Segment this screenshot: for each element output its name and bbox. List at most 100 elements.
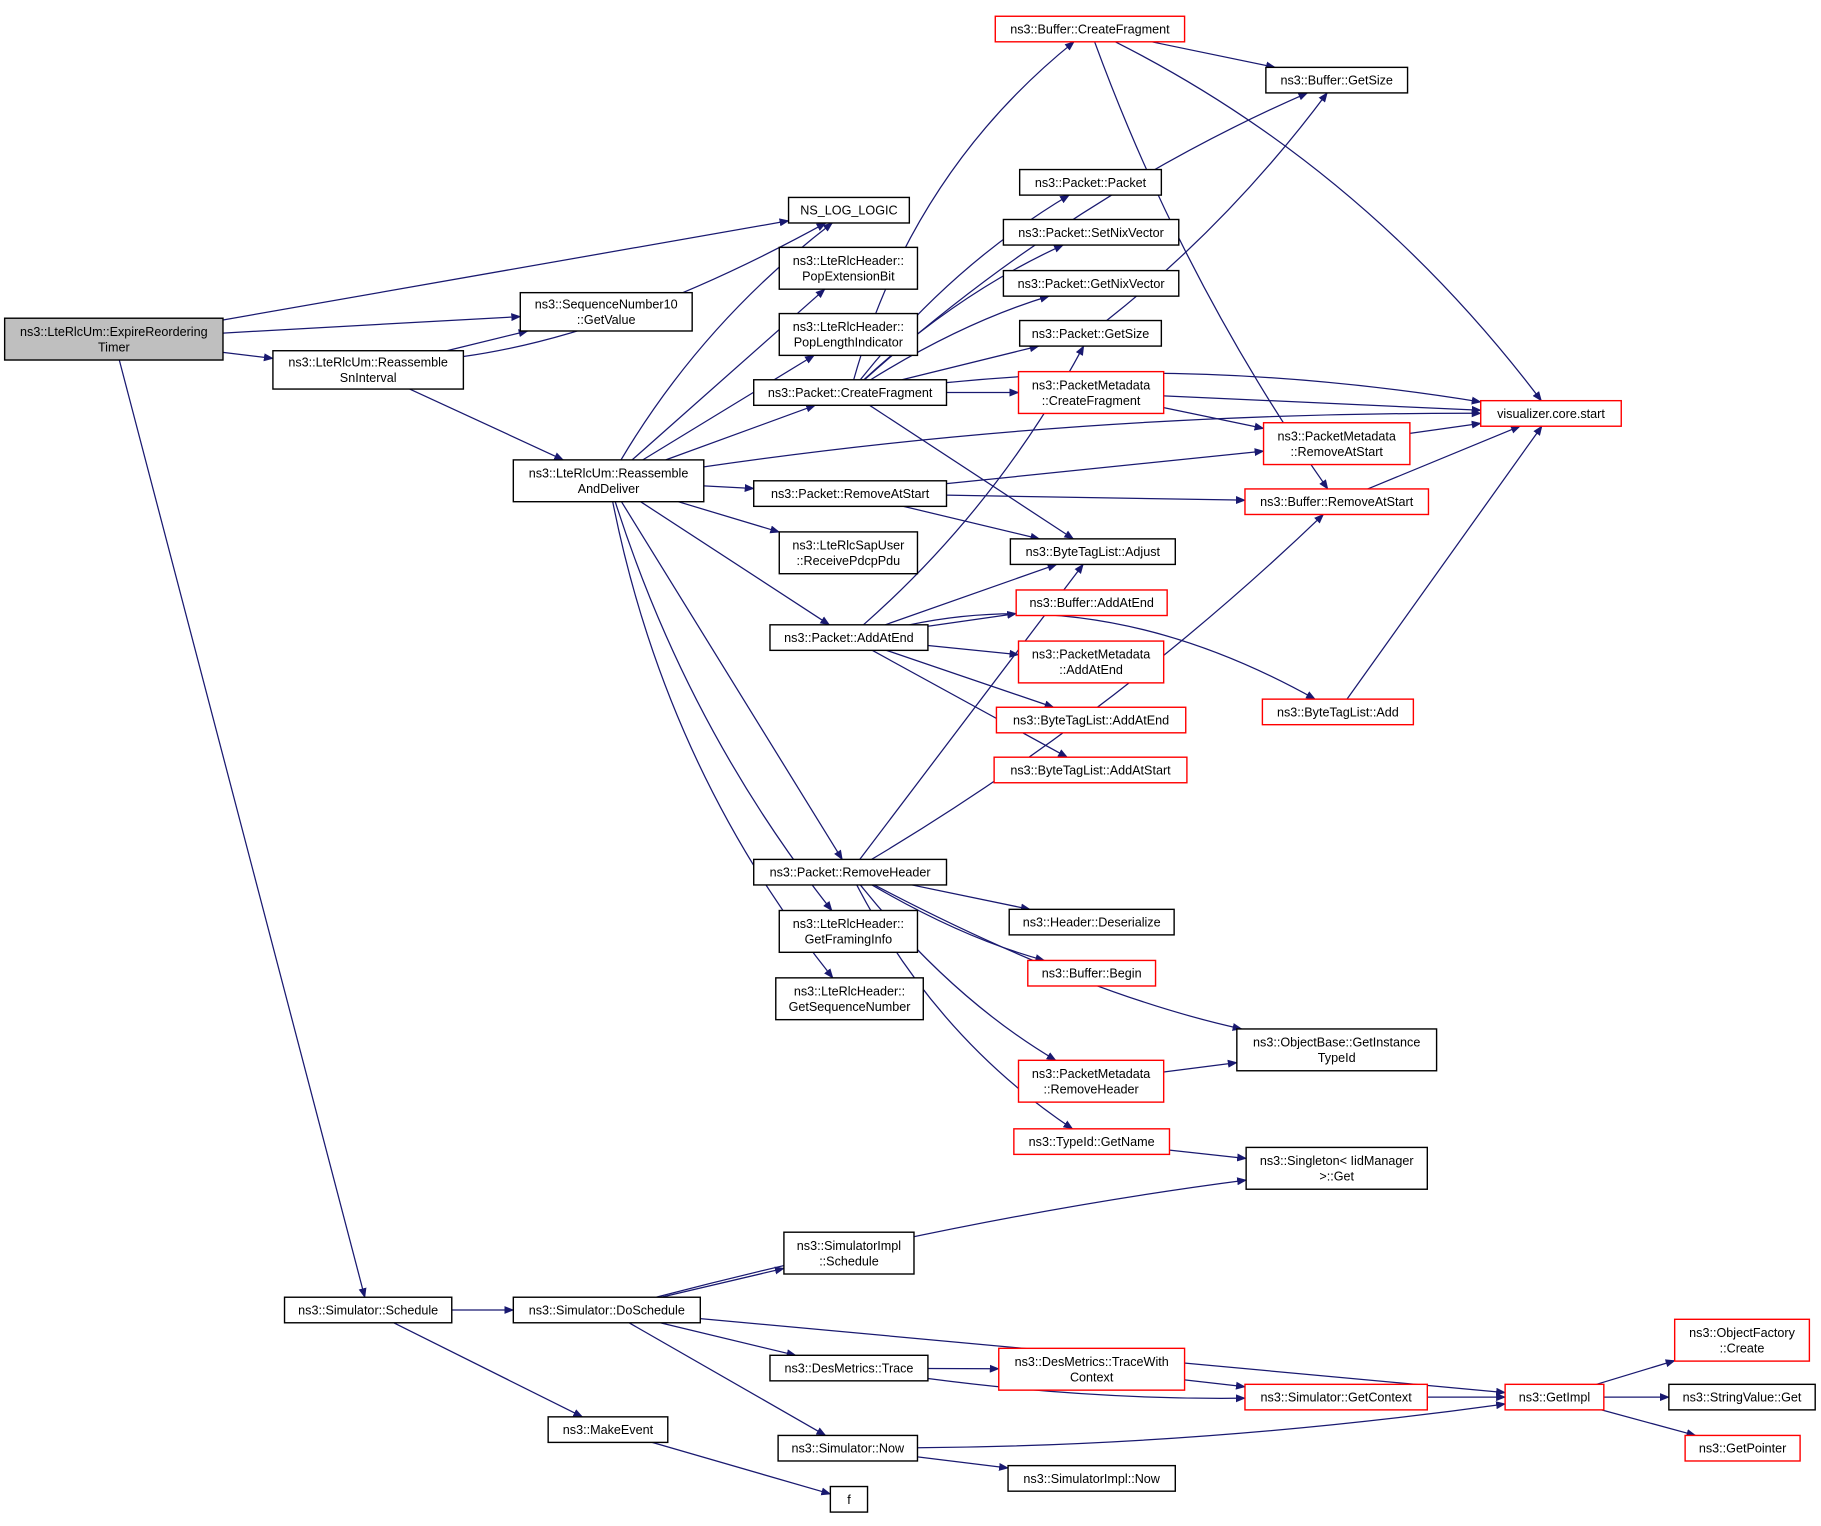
graph-node-simImplSchedule[interactable]: ns3::SimulatorImpl::Schedule <box>783 1231 915 1275</box>
call-edge <box>1184 1379 1246 1390</box>
graph-node-btlAddAtEnd[interactable]: ns3::ByteTagList::AddAtEnd <box>995 706 1187 734</box>
node-label: ns3::ByteTagList::Adjust <box>1026 545 1161 559</box>
graph-node-simDoSchedule[interactable]: ns3::Simulator::DoSchedule <box>512 1296 701 1324</box>
graph-node-simNow[interactable]: ns3::Simulator::Now <box>777 1434 919 1462</box>
node-label: ns3::Buffer::GetSize <box>1280 74 1392 88</box>
graph-node-simSchedule[interactable]: ns3::Simulator::Schedule <box>283 1296 453 1324</box>
node-label: ns3::Simulator::GetContext <box>1261 1391 1413 1405</box>
graph-node-pmCreateFrag[interactable]: ns3::PacketMetadata::CreateFragment <box>1017 370 1165 415</box>
node-box <box>519 291 693 332</box>
graph-node-pktAddAtEnd[interactable]: ns3::Packet::AddAtEnd <box>769 624 929 652</box>
node-box <box>1673 1318 1811 1362</box>
graph-node-makeEvent[interactable]: ns3::MakeEvent <box>547 1416 669 1444</box>
node-label: ns3::Buffer::RemoveAtStart <box>1260 495 1414 509</box>
node-label: NS_LOG_LOGIC <box>800 204 897 218</box>
call-edge <box>1596 1359 1676 1385</box>
graph-node-popLen[interactable]: ns3::LteRlcHeader::PopLengthIndicator <box>778 312 919 357</box>
graph-node-getFraming[interactable]: ns3::LteRlcHeader::GetFramingInfo <box>778 909 919 954</box>
graph-node-pmAddAtEnd[interactable]: ns3::PacketMetadata::AddAtEnd <box>1017 640 1165 684</box>
call-edge <box>871 649 1069 758</box>
node-label: ns3::Packet::SetNixVector <box>1018 226 1164 240</box>
graph-node-pktRemoveAtStart[interactable]: ns3::Packet::RemoveAtStart <box>753 480 948 508</box>
graph-node-popExt[interactable]: ns3::LteRlcHeader::PopExtensionBit <box>778 246 919 290</box>
graph-node-btlAddAtStart[interactable]: ns3::ByteTagList::AddAtStart <box>993 756 1188 784</box>
graph-node-getPointer[interactable]: ns3::GetPointer <box>1684 1434 1801 1462</box>
graph-node-nslog[interactable]: NS_LOG_LOGIC <box>787 196 911 224</box>
graph-node-pktGetNix[interactable]: ns3::Packet::GetNixVector <box>1002 269 1180 297</box>
call-edge <box>901 344 1040 381</box>
node-label: ns3::LteRlcHeader:: <box>793 320 904 334</box>
node-label: ns3::SimulatorImpl <box>797 1239 901 1253</box>
node-label: visualizer.core.start <box>1497 407 1605 421</box>
node-box <box>1684 1434 1801 1462</box>
graph-node-bufBegin[interactable]: ns3::Buffer::Begin <box>1027 959 1157 987</box>
graph-node-pktPacket[interactable]: ns3::Packet::Packet <box>1018 168 1163 196</box>
node-box <box>783 1231 915 1275</box>
node-label: ns3::SimulatorImpl::Now <box>1023 1472 1160 1486</box>
graph-node-strValGet[interactable]: ns3::StringValue::Get <box>1668 1383 1816 1411</box>
node-box <box>994 15 1186 43</box>
node-label: Timer <box>98 340 130 354</box>
node-box <box>777 1434 919 1462</box>
call-edge <box>874 884 1243 1031</box>
graph-node-f[interactable]: f <box>829 1485 869 1513</box>
graph-node-pktSetNix[interactable]: ns3::Packet::SetNixVector <box>1002 218 1180 246</box>
graph-node-hdrDeser[interactable]: ns3::Header::Deserialize <box>1008 908 1175 936</box>
node-box <box>829 1485 869 1513</box>
call-edge <box>909 613 1316 700</box>
graph-node-getImpl[interactable]: ns3::GetImpl <box>1504 1383 1605 1411</box>
graph-node-bufGetSize[interactable]: ns3::Buffer::GetSize <box>1265 66 1409 94</box>
call-edge <box>1163 407 1265 431</box>
call-edge <box>661 1266 785 1298</box>
call-edge <box>222 218 790 321</box>
node-label: ns3::LteRlcUm::Reassemble <box>529 467 689 481</box>
node-label: ns3::PacketMetadata <box>1032 648 1150 662</box>
graph-node-pmRemoveHeader[interactable]: ns3::PacketMetadata::RemoveHeader <box>1017 1059 1165 1103</box>
node-label: ns3::PacketMetadata <box>1032 378 1150 392</box>
node-label: GetSequenceNumber <box>789 1000 911 1014</box>
call-edge <box>917 1456 1010 1471</box>
node-label: ns3::LteRlcUm::Reassemble <box>288 356 448 370</box>
node-label: ::ReceivePdcpPdu <box>797 554 901 568</box>
graph-node-getSeqNum[interactable]: ns3::LteRlcHeader::GetSequenceNumber <box>775 977 924 1021</box>
graph-node-desTrace[interactable]: ns3::DesMetrics::Trace <box>769 1354 929 1382</box>
graph-node-singletonGet[interactable]: ns3::Singleton< IidManager>::Get <box>1245 1146 1429 1190</box>
node-label: AndDeliver <box>578 482 640 496</box>
graph-node-simImplNow[interactable]: ns3::SimulatorImpl::Now <box>1007 1464 1176 1492</box>
call-edge <box>393 1322 584 1418</box>
node-label: ns3::DesMetrics::Trace <box>784 1362 913 1376</box>
graph-node-bufRemoveAtStart[interactable]: ns3::Buffer::RemoveAtStart <box>1244 488 1430 516</box>
call-edge <box>871 513 1325 860</box>
graph-node-seqnum[interactable]: ns3::SequenceNumber10::GetValue <box>519 291 693 332</box>
graph-node-objFactCreate[interactable]: ns3::ObjectFactory::Create <box>1673 1318 1811 1362</box>
graph-node-typeIdGetName[interactable]: ns3::TypeId::GetName <box>1013 1128 1171 1156</box>
node-box <box>1668 1383 1816 1411</box>
node-box <box>1027 959 1157 987</box>
graph-node-bufCreateFrag[interactable]: ns3::Buffer::CreateFragment <box>994 15 1186 43</box>
graph-node-bufAddAtEnd[interactable]: ns3::Buffer::AddAtEnd <box>1015 589 1168 617</box>
node-label: ns3::Buffer::AddAtEnd <box>1029 596 1153 610</box>
node-label: ns3::Simulator::DoSchedule <box>529 1304 685 1318</box>
graph-node-visStart[interactable]: visualizer.core.start <box>1480 399 1622 427</box>
graph-node-pktGetSize[interactable]: ns3::Packet::GetSize <box>1018 319 1163 347</box>
call-edge <box>1367 425 1521 490</box>
graph-node-pktCreateFrag[interactable]: ns3::Packet::CreateFragment <box>753 379 948 407</box>
graph-node-btlAdd[interactable]: ns3::ByteTagList::Add <box>1261 698 1415 726</box>
node-box <box>1002 269 1180 297</box>
call-edge <box>911 884 1031 912</box>
call-edge <box>1094 41 1329 490</box>
node-label: ns3::LteRlcHeader:: <box>793 917 904 931</box>
graph-node-simGetCtx[interactable]: ns3::Simulator::GetContext <box>1244 1383 1429 1411</box>
graph-node-pktRemoveHeader[interactable]: ns3::Packet::RemoveHeader <box>753 858 948 886</box>
graph-node-pmRemoveAtStart[interactable]: ns3::PacketMetadata::RemoveAtStart <box>1262 422 1411 466</box>
node-box <box>1262 422 1411 466</box>
graph-node-receivePdcp[interactable]: ns3::LteRlcSapUser::ReceivePdcpPdu <box>778 531 919 575</box>
graph-node-btlAdjust[interactable]: ns3::ByteTagList::Adjust <box>1009 538 1176 566</box>
node-label: ns3::Singleton< IidManager <box>1260 1154 1414 1168</box>
